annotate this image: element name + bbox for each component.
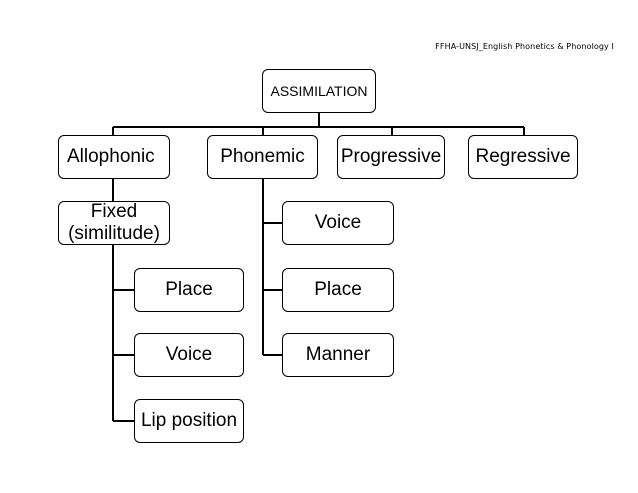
- phonemic-manner-node: Manner: [282, 333, 394, 377]
- allophonic-place-node: Place: [134, 268, 244, 312]
- phonemic-node: Phonemic: [207, 135, 318, 179]
- fixed-similitude-node: Fixed (similitude): [58, 201, 170, 245]
- phonemic-voice-node: Voice: [282, 201, 394, 245]
- allophonic-node: Allophonic: [58, 135, 170, 179]
- allophonic-voice-node: Voice: [134, 333, 244, 377]
- assimilation-node: ASSIMILATION: [262, 69, 376, 113]
- fixed-label: Fixed: [90, 201, 138, 223]
- lip-position-node: Lip position: [134, 399, 244, 443]
- similitude-label: (similitude): [68, 223, 160, 244]
- progressive-node: Progressive: [337, 135, 445, 179]
- regressive-node: Regressive: [468, 135, 578, 179]
- course-header: FFHA-UNSJ_English Phonetics & Phonology …: [435, 42, 614, 51]
- phonemic-place-node: Place: [282, 268, 394, 312]
